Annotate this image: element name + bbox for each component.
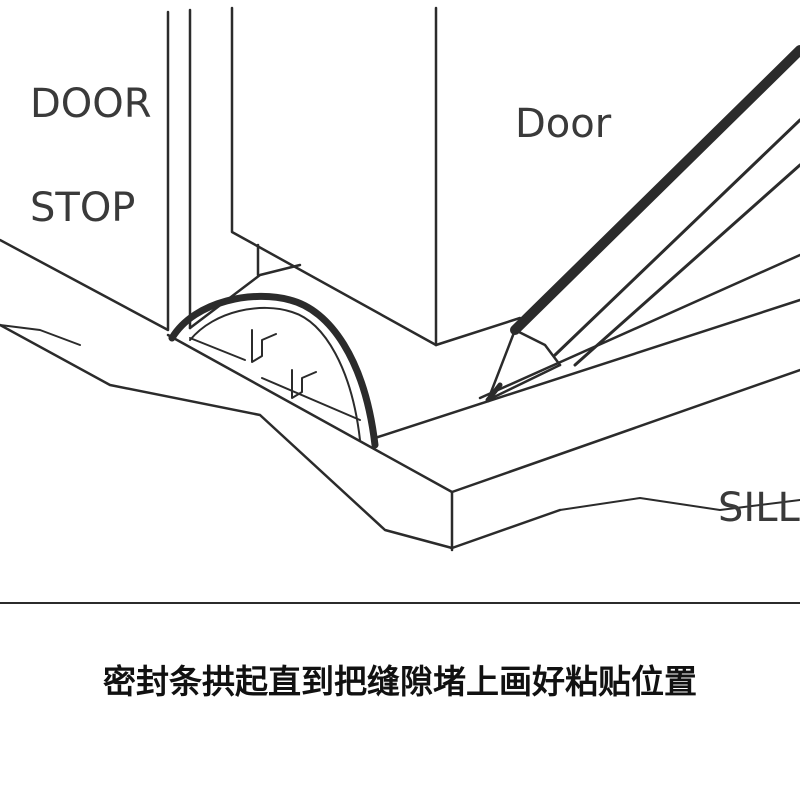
sill-label: SILL: [718, 485, 800, 531]
door-stop-label-line1: DOOR: [30, 81, 152, 127]
sill-floor: [0, 255, 800, 550]
door-label: Door: [515, 101, 612, 147]
instruction-caption: 密封条拱起直到把缝隙堵上画好粘贴位置: [0, 655, 800, 703]
door-stop-board: [0, 10, 190, 330]
door-stop-label-line2: STOP: [30, 185, 135, 231]
